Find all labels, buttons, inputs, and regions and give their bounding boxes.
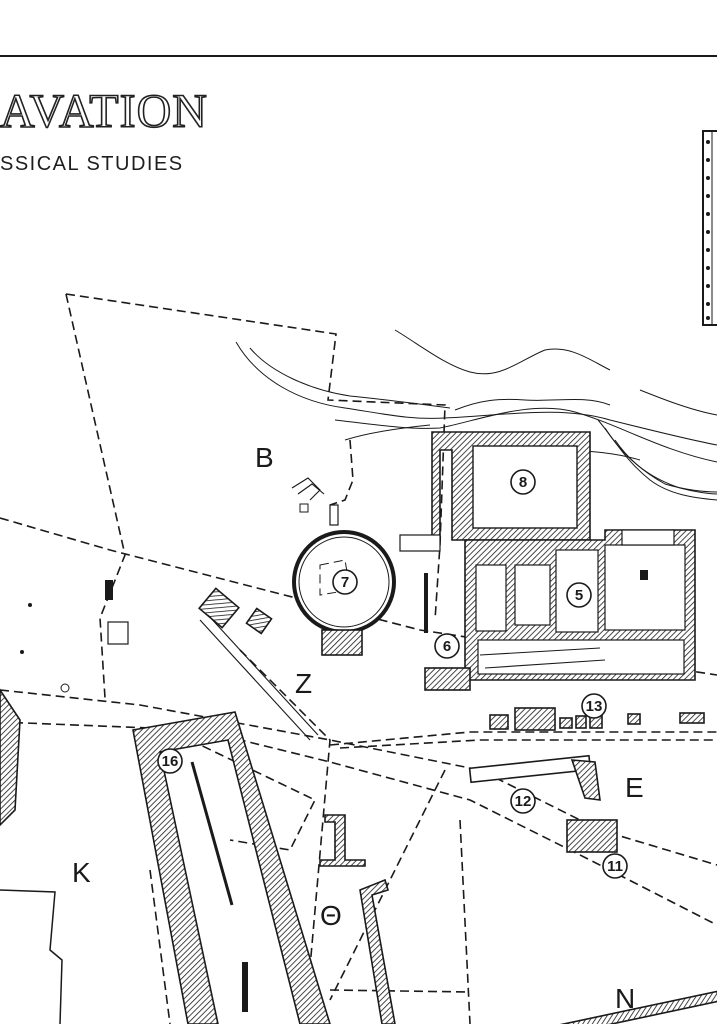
road-east [329, 731, 717, 746]
svg-text:5: 5 [575, 587, 583, 604]
svg-text:6: 6 [443, 638, 451, 655]
svg-text:11: 11 [607, 858, 623, 875]
boundary-theta-east [459, 819, 471, 1024]
zone-k-outline [0, 889, 63, 1024]
svg-text:8: 8 [519, 474, 527, 491]
coastline-contours [235, 329, 717, 501]
path-diagonal-2 [329, 769, 446, 1001]
svg-text:16: 16 [162, 753, 179, 770]
marker-6: 6 [434, 633, 460, 659]
road-middle [0, 689, 717, 866]
marker-12: 12 [510, 788, 536, 814]
boundary-theta-south [329, 989, 471, 993]
building-5 [424, 529, 696, 691]
svg-text:12: 12 [515, 793, 532, 810]
zone-label-b: B [255, 442, 274, 473]
marker-13: 13 [581, 693, 607, 719]
theta-structures [319, 814, 717, 1024]
boundary-b [65, 293, 446, 621]
zone-label-e: E [625, 772, 644, 803]
svg-text:13: 13 [586, 698, 603, 715]
road-east-2 [339, 739, 717, 749]
marker-8: 8 [510, 469, 536, 495]
west-wall [0, 688, 21, 827]
scale-bar [702, 130, 717, 326]
boundary-k-east [149, 869, 171, 1024]
path-diagonal [239, 649, 331, 1024]
zone-label-z: Z [295, 668, 312, 699]
map-subtitle: SSICAL STUDIES [0, 153, 184, 175]
marker-11: 11 [602, 853, 628, 879]
building-11 [566, 819, 618, 853]
marker-16: 16 [157, 748, 183, 774]
boundary-b-inner [329, 439, 354, 506]
map-title: AVATION [0, 85, 208, 138]
marker-7: 7 [332, 569, 358, 595]
svg-text:7: 7 [341, 574, 349, 591]
small-structures [20, 477, 441, 741]
building-12 [468, 754, 601, 801]
building-13 [489, 707, 705, 731]
road-upper [0, 517, 717, 676]
zone-label-k: K [72, 857, 91, 888]
zone-label-theta: Θ [320, 900, 342, 931]
zone-label-n: N [615, 983, 635, 1014]
building-16 [132, 711, 331, 1024]
marker-5: 5 [566, 582, 592, 608]
